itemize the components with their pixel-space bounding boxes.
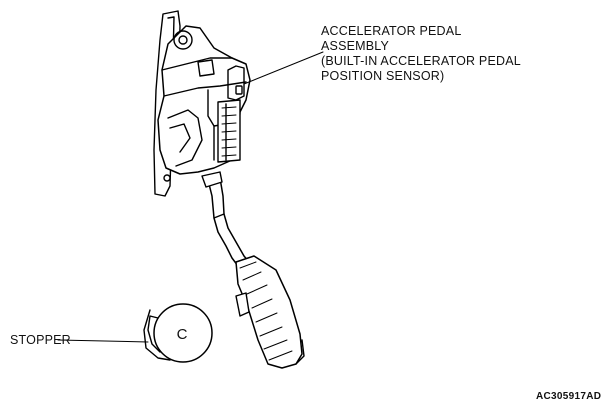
assembly-label-line: POSITION SENSOR) [321, 69, 445, 83]
assembly-label-line: ASSEMBLY [321, 39, 390, 53]
assembly-leader-line [243, 51, 324, 85]
sensor-connector [217, 99, 241, 163]
assembly-label-line: (BUILT-IN ACCELERATOR PEDAL [321, 54, 521, 68]
stopper-marking: C [177, 326, 188, 343]
stopper-leader-line [57, 339, 149, 343]
pedal-pad [235, 255, 305, 369]
assembly-label-line: ACCELERATOR PEDAL [321, 24, 462, 38]
pedal-arm [201, 171, 250, 267]
figure-code: AC305917AD [536, 391, 602, 402]
accelerator-pedal-assembly-label: ACCELERATOR PEDAL ASSEMBLY (BUILT-IN ACC… [321, 24, 521, 84]
stopper-label: STOPPER [10, 333, 71, 347]
stopper-part [143, 303, 213, 363]
